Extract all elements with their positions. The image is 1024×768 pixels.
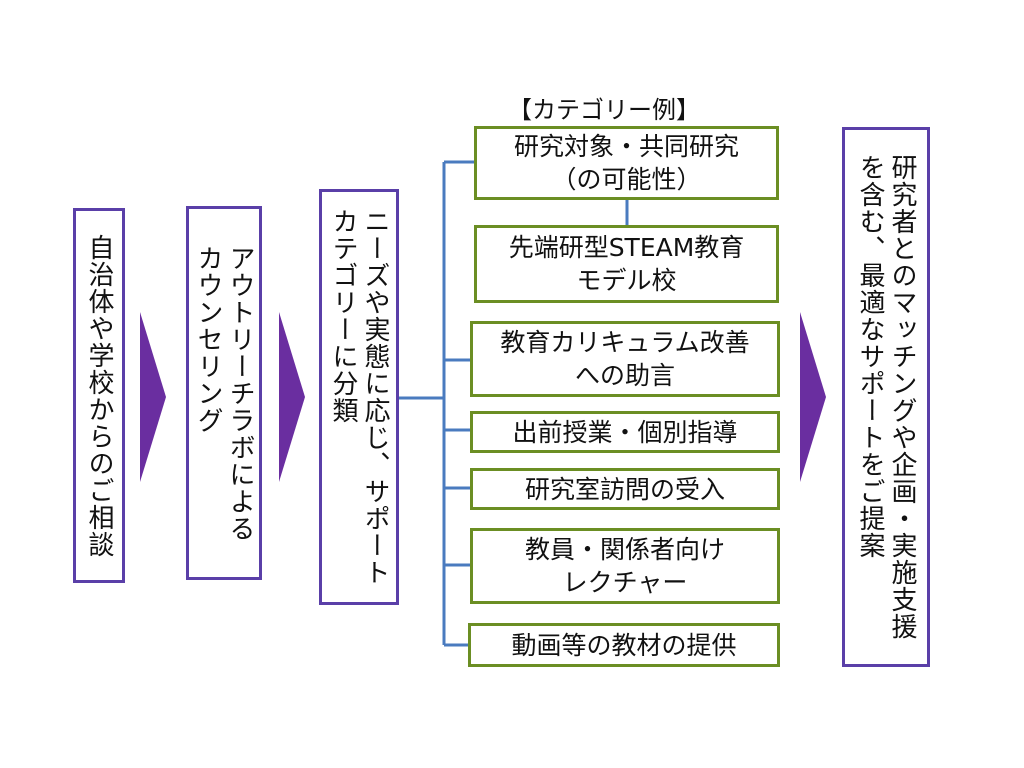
category-1-line-1: 研究対象・共同研究 [513,132,739,161]
category-title: 【カテゴリー例】 [508,96,700,124]
arrow-3 [800,312,826,482]
category-1-line-2: （の可能性） [551,165,702,194]
step2-label: アウトリーチラボによる カウンセリング [192,245,256,542]
result-box: 研究者とのマッチングや企画・実施支援 を含む、最適なサポートをご提案 [842,127,930,667]
step3-line-1: ニーズや実態に応じ、サポート [360,208,390,586]
result-label: 研究者とのマッチングや企画・実施支援 を含む、最適なサポートをご提案 [854,154,918,640]
step2-line-1: アウトリーチラボによる [225,244,255,542]
step3-label: ニーズや実態に応じ、サポート カテゴリーに分類 [327,208,391,586]
category-6-line-1: 教員・関係者向け [524,535,725,564]
category-3-line-2: への助言 [574,361,675,390]
category-box-1: 研究対象・共同研究 （の可能性） [474,126,779,200]
step2-box: アウトリーチラボによる カウンセリング [186,206,262,580]
category-2-line-2: モデル校 [576,266,677,295]
step3-box: ニーズや実態に応じ、サポート カテゴリーに分類 [319,189,399,605]
step2-line-2: カウンセリング [193,244,223,434]
category-box-5: 研究室訪問の受入 [470,468,780,510]
step1-label: 自治体や学校からのご相談 [84,233,114,558]
category-3-line-1: 教育カリキュラム改善 [500,328,750,357]
category-5-line-1: 研究室訪問の受入 [524,474,725,504]
category-4-line-1: 出前授業・個別指導 [512,417,738,447]
category-box-6: 教員・関係者向け レクチャー [470,528,780,604]
result-line-1: 研究者とのマッチングや企画・実施支援 [887,154,917,640]
category-box-3: 教育カリキュラム改善 への助言 [470,321,780,397]
category-box-4: 出前授業・個別指導 [470,411,780,453]
step1-box: 自治体や学校からのご相談 [73,208,125,583]
category-6-line-2: レクチャー [562,568,688,597]
arrow-2 [279,312,305,482]
step3-line-2: カテゴリーに分類 [328,208,358,424]
category-box-7: 動画等の教材の提供 [468,623,780,667]
arrow-1 [140,312,166,482]
category-2-line-1: 先端研型STEAM教育 [508,233,745,262]
result-line-2: を含む、最適なサポートをご提案 [855,154,885,559]
category-7-line-1: 動画等の教材の提供 [511,630,737,660]
category-box-2: 先端研型STEAM教育 モデル校 [474,225,779,303]
